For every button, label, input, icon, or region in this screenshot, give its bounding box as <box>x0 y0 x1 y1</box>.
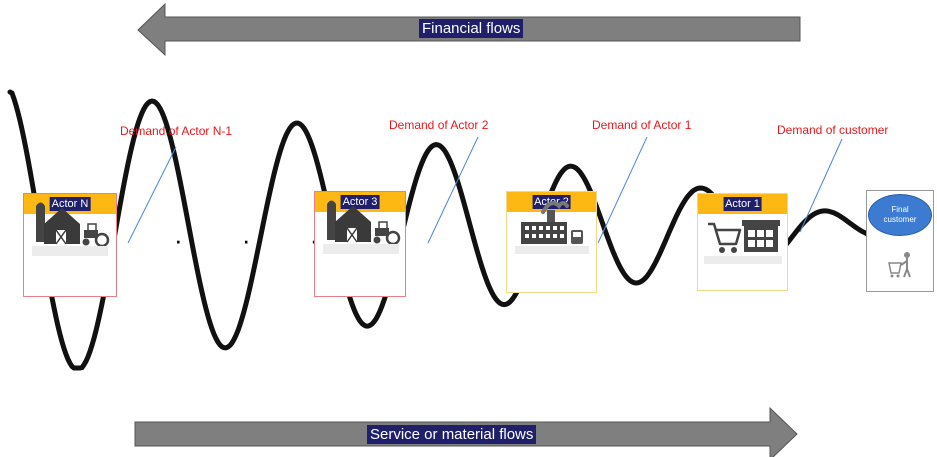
actor-3-label: Actor 3 <box>340 195 380 209</box>
leader-line-customer <box>799 138 843 233</box>
farm-barn-tractor-icon <box>323 200 401 254</box>
ellipsis-dots: · · · <box>174 225 345 255</box>
leader-line-actor-n1 <box>127 146 177 244</box>
actor-3-box: Actor 3 <box>314 191 406 297</box>
actor-1-label: Actor 1 <box>723 197 762 211</box>
final-customer-label-line2: customer <box>883 215 917 224</box>
farm-barn-tractor-icon <box>32 202 110 256</box>
final-customer-label-line1: Final <box>891 205 909 214</box>
retail-cart-store-icon <box>704 220 782 264</box>
actor-1-box: Actor 1 <box>697 193 788 291</box>
final-customer-box: Final customer <box>866 190 934 292</box>
demand-label-actor-2: Demand of Actor 2 <box>389 118 489 132</box>
leader-line-actor-1 <box>597 136 648 244</box>
demand-label-customer: Demand of customer <box>777 123 889 137</box>
factory-icon <box>515 201 589 254</box>
material-flows-label: Service or material flows <box>367 425 537 444</box>
actor-n-box: Actor N <box>23 193 117 297</box>
demand-label-actor-n1: Demand of Actor N-1 <box>120 124 233 138</box>
financial-flows-label: Financial flows <box>419 19 524 38</box>
demand-label-actor-1: Demand of Actor 1 <box>592 118 692 132</box>
leader-line-actor-2 <box>427 136 479 244</box>
shopper-cart-icon <box>888 252 911 278</box>
actor-2-box: Actor 2 <box>506 191 597 293</box>
actor-n-label: Actor N <box>49 197 91 211</box>
final-customer-bubble: Final customer <box>868 194 932 236</box>
